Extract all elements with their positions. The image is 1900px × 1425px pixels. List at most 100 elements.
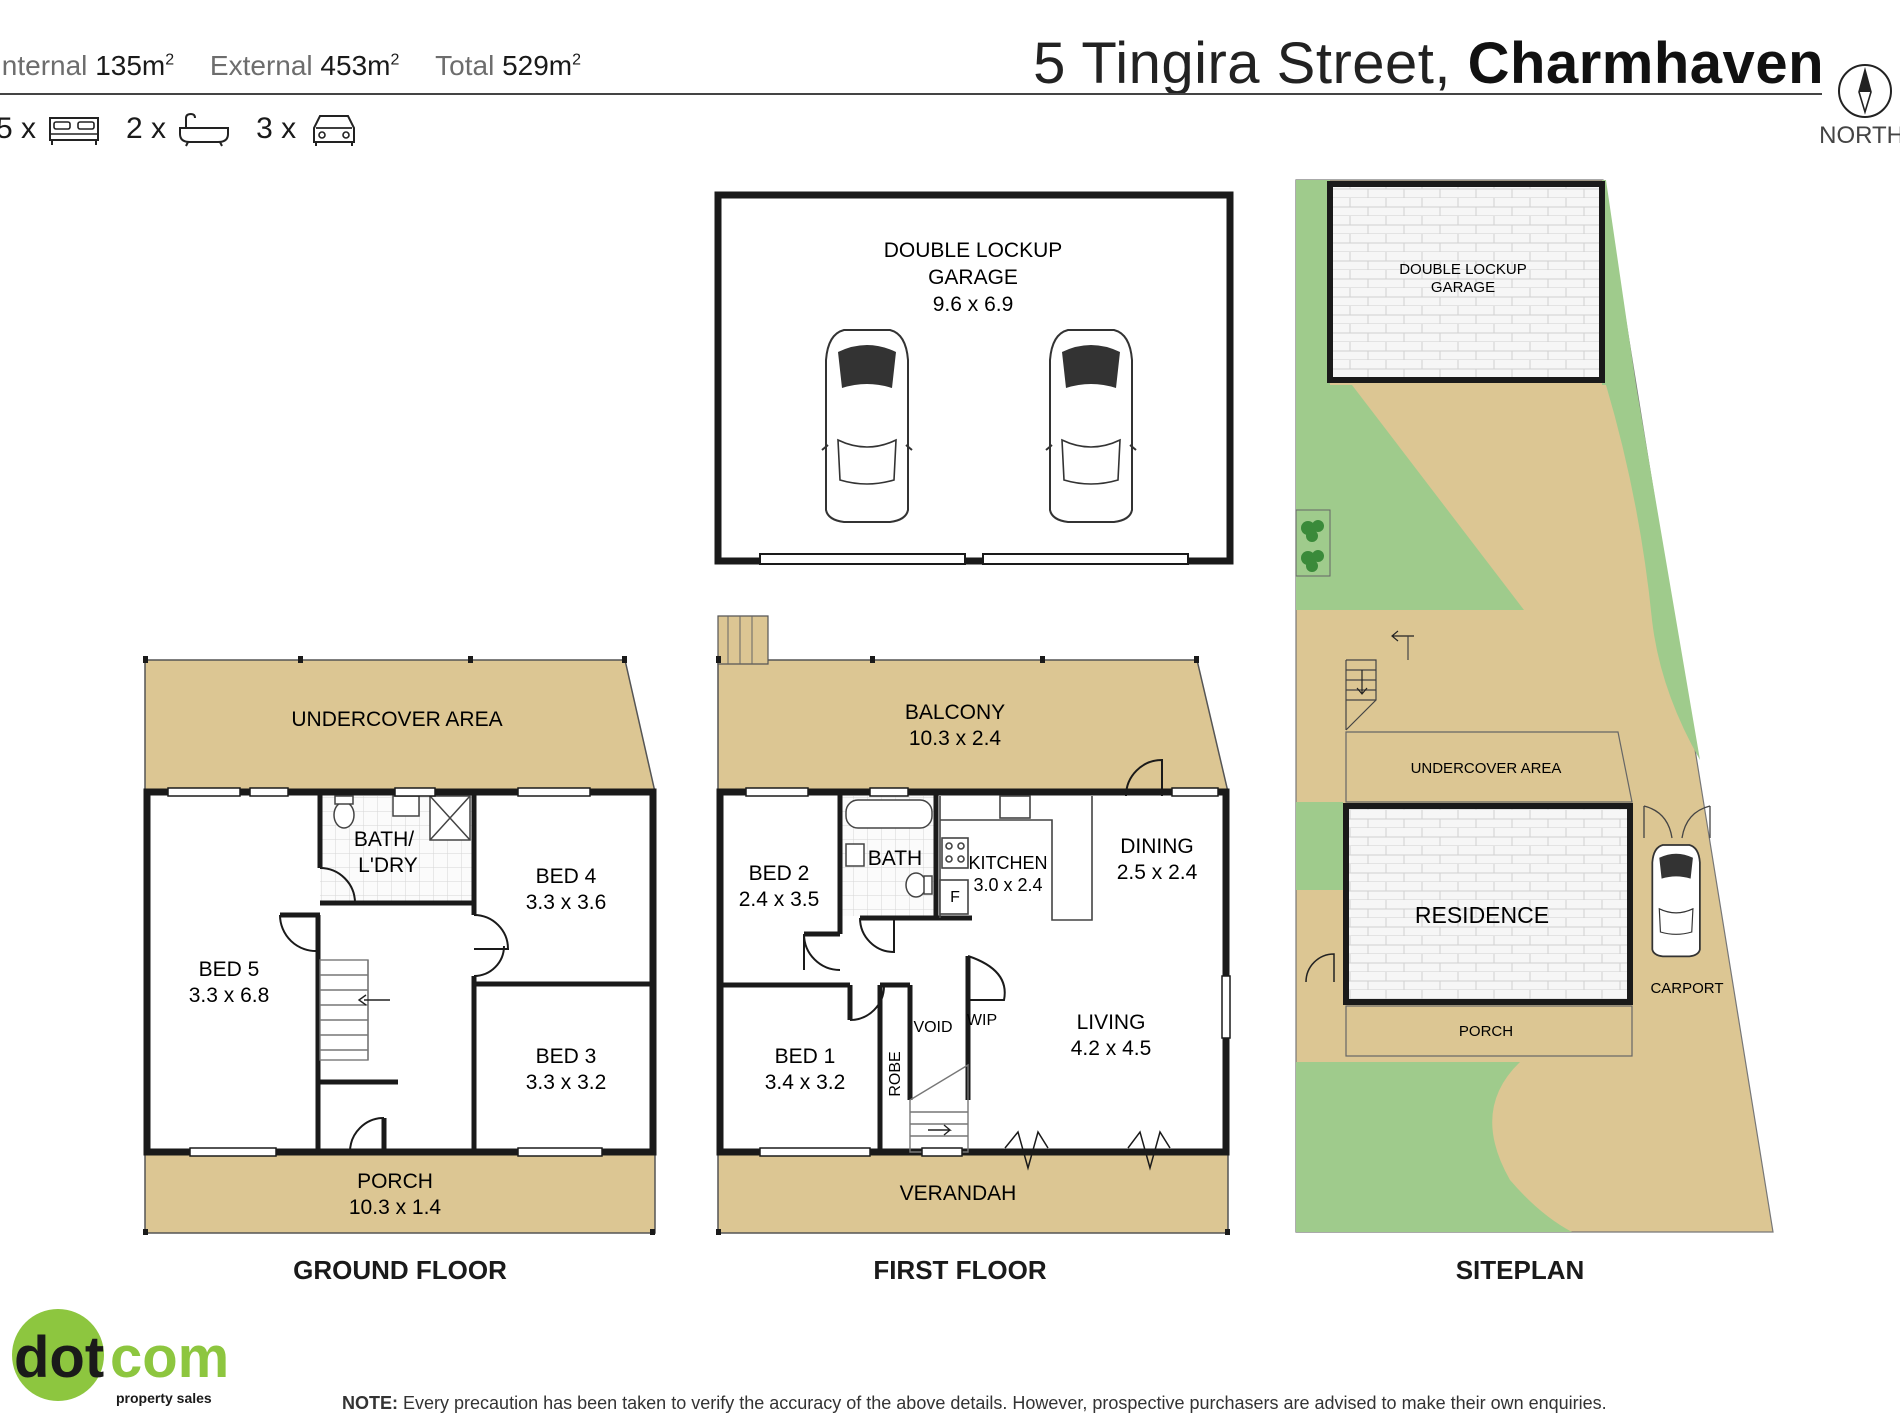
- external-value: 453m2: [320, 50, 400, 81]
- first-verandah-area: [717, 1151, 1229, 1234]
- garage-car-left-icon: [821, 329, 913, 523]
- garage-plan: DOUBLE LOCKUP GARAGE 9.6 x 6.9: [714, 191, 1234, 565]
- first-windows: [745, 787, 1231, 1157]
- site-lawn-side: [1296, 802, 1343, 890]
- ground-doors: [278, 867, 510, 1153]
- first-dining-label: DINING: [1120, 835, 1194, 858]
- area-summary: Internal 135m2 External 453m2 Total 529m…: [0, 50, 609, 82]
- north-label: NORTH: [1819, 122, 1900, 149]
- room-counts: 5 x 2 x 3 x: [0, 110, 362, 148]
- bath-count: 2 x: [126, 112, 167, 145]
- first-floor-plan: BALCONY 10.3 x 2.4 BED 2 2.4 x 3.5 BATH …: [716, 615, 1231, 1235]
- first-verandah-label: VERANDAH: [900, 1182, 1017, 1205]
- header-divider: [0, 93, 1822, 95]
- site-undercover-label: UNDERCOVER AREA: [1411, 760, 1562, 777]
- ground-posts: [143, 656, 655, 1235]
- first-fridge-label: F: [950, 889, 960, 906]
- first-robe-label: ROBE: [887, 1051, 904, 1096]
- ground-interior-walls: [280, 792, 653, 1152]
- ground-stairs: [319, 959, 390, 1061]
- first-void-label: VOID: [913, 1019, 952, 1036]
- first-balcony-stair-treads: [727, 616, 753, 664]
- ground-bed4-label: BED 4: [536, 865, 597, 888]
- first-bed1-label: BED 1: [775, 1045, 836, 1068]
- site-lawn-garage-right: [1602, 180, 1636, 385]
- siteplan: DOUBLE LOCKUP GARAGE UNDERCOVER AREA RES…: [1295, 179, 1774, 1233]
- site-undercover: [1345, 731, 1633, 803]
- first-bed2-floor: [722, 796, 840, 906]
- first-kitchen-bench: [939, 795, 1093, 921]
- ground-porch-area: [144, 1151, 656, 1234]
- compass-icon: [1838, 64, 1892, 118]
- first-kitchen-dims: 3.0 x 2.4: [973, 875, 1042, 895]
- first-living-label: LIVING: [1077, 1011, 1146, 1034]
- site-stairs: [1345, 630, 1414, 731]
- ground-bed5-dims: 3.3 x 6.8: [189, 984, 270, 1007]
- first-bed1-dims: 3.4 x 3.2: [765, 1071, 846, 1094]
- first-wip-label: WIP: [967, 1012, 997, 1029]
- address-suburb: Charmhaven: [1467, 31, 1824, 96]
- first-floor-title: FIRST FLOOR: [873, 1255, 1047, 1285]
- ground-bath-fixtures: [333, 795, 471, 841]
- disclaimer-note: NOTE: Every precaution has been taken to…: [342, 1393, 1607, 1414]
- siteplan-title: SITEPLAN: [1455, 1255, 1585, 1285]
- first-balcony-stairs: [717, 615, 769, 665]
- site-carport-gate: [1643, 805, 1711, 839]
- dotcom-logo: dot com property sales: [12, 1309, 229, 1406]
- logo-word-com: com: [110, 1325, 229, 1390]
- garage-label-2: GARAGE: [928, 266, 1018, 289]
- site-tree-icons: [1301, 520, 1324, 572]
- site-garage-label-1: DOUBLE LOCKUP: [1399, 261, 1527, 278]
- garage-door-left: [759, 553, 966, 565]
- site-carport-car-icon: [1651, 844, 1701, 958]
- internal-value: 135m2: [95, 50, 175, 81]
- site-carport-label: CARPORT: [1650, 980, 1723, 997]
- total-label: Total: [435, 50, 495, 81]
- ground-windows: [167, 787, 603, 1157]
- site-lawn-front: [1296, 1062, 1572, 1232]
- site-garage-label-2: GARAGE: [1431, 279, 1495, 296]
- site-porch: [1345, 1005, 1633, 1057]
- first-living-dims: 4.2 x 4.5: [1071, 1037, 1152, 1060]
- garage-label-1: DOUBLE LOCKUP: [884, 239, 1063, 262]
- first-bed2-dims: 2.4 x 3.5: [739, 888, 820, 911]
- ground-undercover-label: UNDERCOVER AREA: [291, 708, 502, 731]
- site-lawn-left-triangle: [1296, 385, 1524, 610]
- first-balcony-dims: 10.3 x 2.4: [909, 727, 1002, 750]
- first-sliding-doors: [1004, 1130, 1171, 1171]
- address-street: 5 Tingira Street,: [1033, 31, 1452, 96]
- ground-bed3-label: BED 3: [536, 1045, 597, 1068]
- ground-porch-label: PORCH: [357, 1170, 433, 1193]
- bed-count: 5 x: [0, 112, 37, 145]
- site-garage: [1327, 181, 1605, 383]
- ground-bed3-dims: 3.3 x 3.2: [526, 1071, 607, 1094]
- car-count: 3 x: [256, 112, 297, 145]
- ground-bath-label-1: BATH/: [354, 828, 414, 851]
- external-label: External: [209, 50, 313, 81]
- total-value: 529m2: [502, 50, 582, 81]
- ground-bed5-label: BED 5: [199, 958, 260, 981]
- first-posts: [716, 656, 1230, 1235]
- garage-door-right: [982, 553, 1189, 565]
- first-dining-dims: 2.5 x 2.4: [1117, 861, 1198, 884]
- first-doors: [803, 758, 1163, 1021]
- site-porch-label: PORCH: [1459, 1023, 1513, 1040]
- first-bed2-label: BED 2: [749, 862, 810, 885]
- first-bath-label: BATH: [868, 847, 922, 870]
- bed-icon: [49, 117, 100, 145]
- garage-car-right-icon: [1045, 329, 1137, 523]
- site-lawn-right: [1606, 385, 1700, 760]
- bathtub-icon: [179, 112, 230, 147]
- site-side-door: [1305, 953, 1335, 983]
- garage-dims: 9.6 x 6.9: [933, 293, 1014, 316]
- logo-subtitle: property sales: [116, 1390, 212, 1406]
- note-text: Every precaution has been taken to verif…: [403, 1393, 1607, 1413]
- ground-floor-title: GROUND FLOOR: [293, 1255, 507, 1285]
- first-balcony-label: BALCONY: [905, 701, 1005, 724]
- property-address: 5 Tingira Street, Charmhaven: [1033, 30, 1824, 97]
- first-stairs: [909, 1063, 969, 1153]
- internal-label: Internal: [0, 50, 88, 81]
- ground-floor-plan: UNDERCOVER AREA BATH/ L'DRY BED 4 3.3 x …: [143, 656, 657, 1235]
- note-label: NOTE:: [342, 1393, 398, 1413]
